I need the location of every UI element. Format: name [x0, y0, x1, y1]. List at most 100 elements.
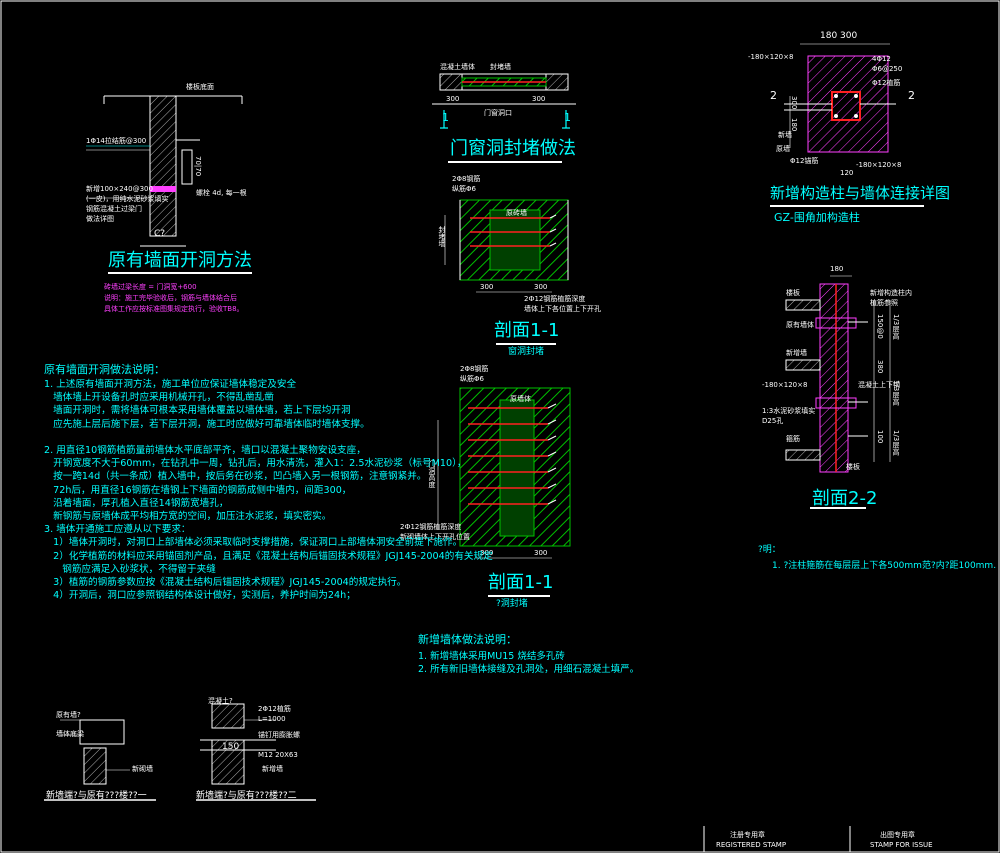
detail2-label-f: M12 20X63	[258, 751, 298, 759]
bottom-detail-1	[44, 719, 156, 801]
sec1a-side-label: 封堵墙	[438, 226, 446, 247]
wall-dim-horizontal: C?	[154, 229, 166, 239]
wall-beam-label3: 钢筋混凝土过梁门	[86, 205, 142, 213]
door-seal-title: 门窗洞封堵做法	[450, 138, 576, 159]
sec22-dim-2: 1/3层高	[892, 314, 900, 340]
door-seal-top-label: 封堵墙	[490, 63, 511, 71]
sec22-left-1: 楼板	[786, 289, 800, 297]
col-bottom-label: Φ12锚筋	[790, 157, 819, 165]
new-wall-notes-title: 新增墙体做法说明：	[418, 633, 517, 646]
detail1-label-a: 原有墙?	[56, 711, 81, 719]
sec22-top-dim: 180	[830, 265, 844, 273]
door-seal-left-label: 混凝土墙体	[440, 63, 475, 71]
door-seal-mark-right: 1	[564, 111, 571, 124]
sec1a-note-1: 2Ф12钢筋植筋深度	[524, 295, 586, 303]
detail2-label-a: 混凝土?	[208, 697, 233, 705]
sec22-dim-1: 150@0	[876, 314, 884, 339]
sec1b-note-2: 新砌墙体上下开孔位置	[400, 533, 470, 541]
col-rebar-label: 4Φ12	[872, 55, 891, 63]
sec1b-mid-label: 原墙体	[510, 395, 531, 403]
sec22-dim-5: 100	[876, 430, 884, 444]
wall-opening-title: 原有墙面开洞方法	[108, 252, 252, 274]
sec22-d25: D25孔	[762, 417, 784, 425]
sec1a-mid-label: 原砖墙	[506, 209, 527, 217]
sec1a-dim-2: 300	[534, 283, 548, 291]
col-subtitle: GZ-围角加构造柱	[774, 211, 860, 224]
wall-opening-detail	[86, 95, 243, 247]
sec1a-label-1: 2Φ8钢筋	[452, 175, 481, 183]
sec1a-label-2: 纵筋Φ6	[452, 185, 476, 193]
sec22-left-3: 新增墙	[786, 349, 807, 357]
col-section-mark-right: 2	[908, 89, 915, 102]
wall-bolt-label: 螺栓 4d, 每一根	[196, 189, 247, 197]
wall-top-label: 楼板底面	[186, 83, 214, 91]
door-seal-dim-left: 300	[446, 95, 460, 103]
column-connection-detail	[770, 43, 924, 207]
notes-title: 原有墙面开洞做法说明：	[44, 363, 165, 376]
detail1-label-c: 新砌墙	[132, 765, 153, 773]
sec22-mortar: 1:3水泥砂浆填实	[762, 407, 816, 415]
sec1b-dim-1: 300	[480, 549, 494, 557]
detail1-label-b: 墙体底梁	[56, 730, 84, 738]
wall-beam-label2: (一皮)，用纯水泥砂浆填实	[86, 195, 169, 203]
col-section-mark-left: 2	[770, 89, 777, 102]
detail2-label-g: 新增墙	[262, 765, 283, 773]
col-dim-v2: 180	[790, 118, 798, 132]
section-1a-subtitle: 窗洞封堵	[508, 347, 545, 357]
detail2-label-c: L=1000	[258, 715, 286, 723]
col-title: 新增构造柱与墙体连接详图	[770, 184, 951, 202]
remark-title: ?明：	[758, 545, 781, 555]
sec22-right-1: 新增构造柱内	[870, 289, 912, 297]
sec22-right-2: 植筋参照	[870, 299, 898, 307]
notes-body: 1. 上述原有墙面开洞方法，施工单位应保证墙体稳定及安全 墙体墙上开设备孔时应采…	[44, 379, 493, 602]
wall-dim-vertical: 70|70	[194, 156, 202, 177]
section-2-2-detail	[785, 275, 891, 509]
sec1a-dim-1: 300	[480, 283, 494, 291]
wall-opening-note-1: 砖墙过梁长度 = 门洞宽+600	[104, 283, 197, 291]
new-wall-notes-body: 1. 新增墙体采用MU15 烧结多孔砖 2. 所有新旧墙体接缝及孔洞处，用细石混…	[418, 651, 640, 675]
stamp-issue-cn: 出图专用章	[880, 831, 915, 839]
stamp-issue-en: STAMP FOR ISSUE	[870, 841, 933, 849]
col-dim-120: 120	[840, 169, 854, 177]
detail2-label-e: 锚钉用膨胀螺	[258, 731, 300, 739]
remark-body: 1. ?注柱箍筋在每层层上下各500mm范?内?距100mm.	[772, 561, 997, 571]
sec1b-dim-2: 300	[534, 549, 548, 557]
sec1a-note-2: 墙体上下各位置上下开孔	[524, 305, 601, 313]
col-bolt-label: Φ12植筋	[872, 79, 901, 87]
sec22-dim-4: 380	[876, 360, 884, 374]
sec22-stirrup: 箍筋	[786, 435, 800, 443]
col-plate-label-2: -180×120×8	[856, 161, 902, 169]
section-1-1-door	[437, 387, 571, 597]
col-left-label-2: 原墙	[776, 145, 790, 153]
section-1a-title: 剖面1-1	[494, 320, 560, 341]
door-seal-dim-right: 300	[532, 95, 546, 103]
wall-rebar-label: 1Φ14拉结筋@300	[86, 137, 147, 145]
sec22-dim-6: 1/3层高	[892, 430, 900, 456]
sec22-dim-3: 1/3层高	[892, 380, 900, 406]
door-seal-inner-label: 门窗洞口	[484, 109, 512, 117]
sec22-plate: -180×120×8	[762, 381, 808, 389]
wall-beam-label4: 做法详图	[86, 215, 114, 223]
stamp-registered-en: REGISTERED STAMP	[716, 841, 787, 849]
wall-opening-note-3: 具体工作应按标准图集规定执行，验收TB8。	[104, 305, 244, 313]
door-seal-plan	[432, 73, 576, 163]
section-1-1-window	[444, 199, 569, 345]
sec22-title: 剖面2-2	[812, 488, 878, 509]
detail2-title: 新墙端?与原有???楼??二	[196, 791, 297, 801]
col-dim-v1: 300	[790, 96, 798, 110]
sec1b-label-2: 纵筋Φ6	[460, 375, 484, 383]
detail1-title: 新墙端?与原有???楼??一	[46, 791, 147, 801]
sec22-floor: 楼板	[846, 463, 860, 471]
detail2-label-d: 150	[222, 742, 240, 752]
col-left-label-1: 新墙	[778, 131, 792, 139]
stamp-registered-cn: 注册专用章	[730, 831, 765, 839]
bottom-detail-2	[196, 703, 316, 801]
wall-beam-label: 新增100×240@300	[86, 185, 153, 193]
sec1b-label-1: 2Φ8钢筋	[460, 365, 489, 373]
sec1b-note-1: 2Ф12钢筋植筋深度	[400, 523, 462, 531]
sec22-note: 混凝土上下钢	[858, 381, 900, 389]
section-1b-title: 剖面1-1	[488, 572, 554, 593]
section-1b-subtitle: ?洞封堵	[496, 599, 528, 609]
